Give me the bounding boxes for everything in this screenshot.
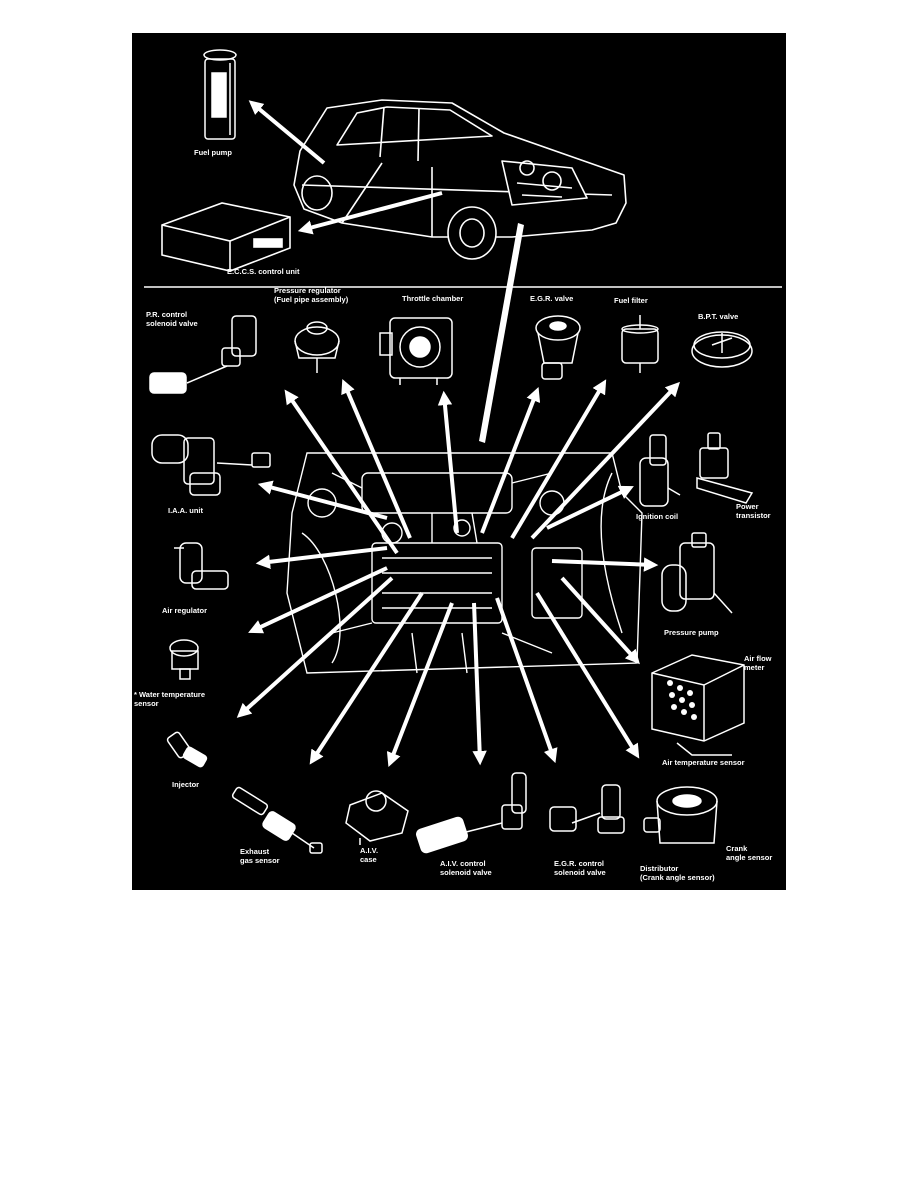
exhaust-gas-sensor-icon xyxy=(231,786,323,854)
distributor-icon xyxy=(643,786,718,844)
pr-control-solenoid-icon xyxy=(149,315,257,394)
throttle-chamber-label: Throttle chamber xyxy=(402,294,464,303)
aiv-control-solenoid-icon xyxy=(416,772,527,854)
exhaust-gas-sensor-label: Exhaust gas sensor xyxy=(240,847,280,865)
injector-label: Injector xyxy=(172,780,200,789)
egr-control-solenoid-icon xyxy=(549,784,625,834)
pressure-regulator-icon xyxy=(294,321,340,373)
air-regulator-label: Air regulator xyxy=(162,606,208,615)
air-temperature-sensor-label: Air temperature sensor xyxy=(662,758,745,767)
aiv-case-icon xyxy=(345,790,409,845)
pressure-pump-label: Pressure pump xyxy=(664,628,719,637)
air-flow-meter-icon xyxy=(651,654,745,756)
engine-component-location-diagram: Fuel pump E.C.C.S. control unit P.R. con… xyxy=(132,33,786,890)
fuel-filter-label: Fuel filter xyxy=(614,296,648,305)
throttle-chamber-icon xyxy=(379,317,453,385)
egr-control-solenoid-label: E.G.R. control solenoid valve xyxy=(554,859,606,877)
eccs-control-unit-icon xyxy=(161,202,291,272)
egr-valve-label: E.G.R. valve xyxy=(530,294,574,303)
pressure-pump-icon xyxy=(661,532,733,614)
diagram-artwork xyxy=(144,49,782,854)
water-temperature-sensor-label: * Water temperature sensor xyxy=(134,690,205,708)
car-pointer-arrows xyxy=(248,100,443,235)
crank-angle-sensor-label: Crank angle sensor xyxy=(726,844,773,862)
fuel-pump-label: Fuel pump xyxy=(194,148,232,157)
ignition-coil-icon xyxy=(639,434,681,507)
eccs-control-unit-label: E.C.C.S. control unit xyxy=(227,267,300,276)
engine-pointer xyxy=(479,223,524,443)
iaa-unit-label: I.A.A. unit xyxy=(168,506,203,515)
bpt-valve-label: B.P.T. valve xyxy=(698,312,739,321)
aiv-case-label: A.I.V. case xyxy=(360,846,379,864)
component-pointer-arrows xyxy=(236,379,680,768)
ignition-coil-label: Ignition coil xyxy=(636,512,679,521)
iaa-unit-icon xyxy=(151,434,271,496)
egr-valve-icon xyxy=(535,315,581,380)
distributor-label: Distributor (Crank angle sensor) xyxy=(640,864,715,882)
aiv-control-solenoid-label: A.I.V. control solenoid valve xyxy=(440,859,492,877)
fuel-filter-icon xyxy=(621,315,659,373)
air-regulator-icon xyxy=(174,542,229,590)
pressure-regulator-label: Pressure regulator (Fuel pipe assembly) xyxy=(274,286,349,304)
bpt-valve-icon xyxy=(691,331,753,368)
pr-control-solenoid-label: P.R. control solenoid valve xyxy=(146,310,198,328)
power-transistor-icon xyxy=(696,432,754,504)
water-temperature-sensor-icon xyxy=(169,639,199,680)
fuel-pump-icon xyxy=(203,49,237,140)
air-flow-meter-label: Air flow meter xyxy=(744,654,772,672)
power-transistor-label: Power transistor xyxy=(736,502,771,520)
car-illustration xyxy=(293,99,627,260)
injector-icon xyxy=(166,731,208,768)
